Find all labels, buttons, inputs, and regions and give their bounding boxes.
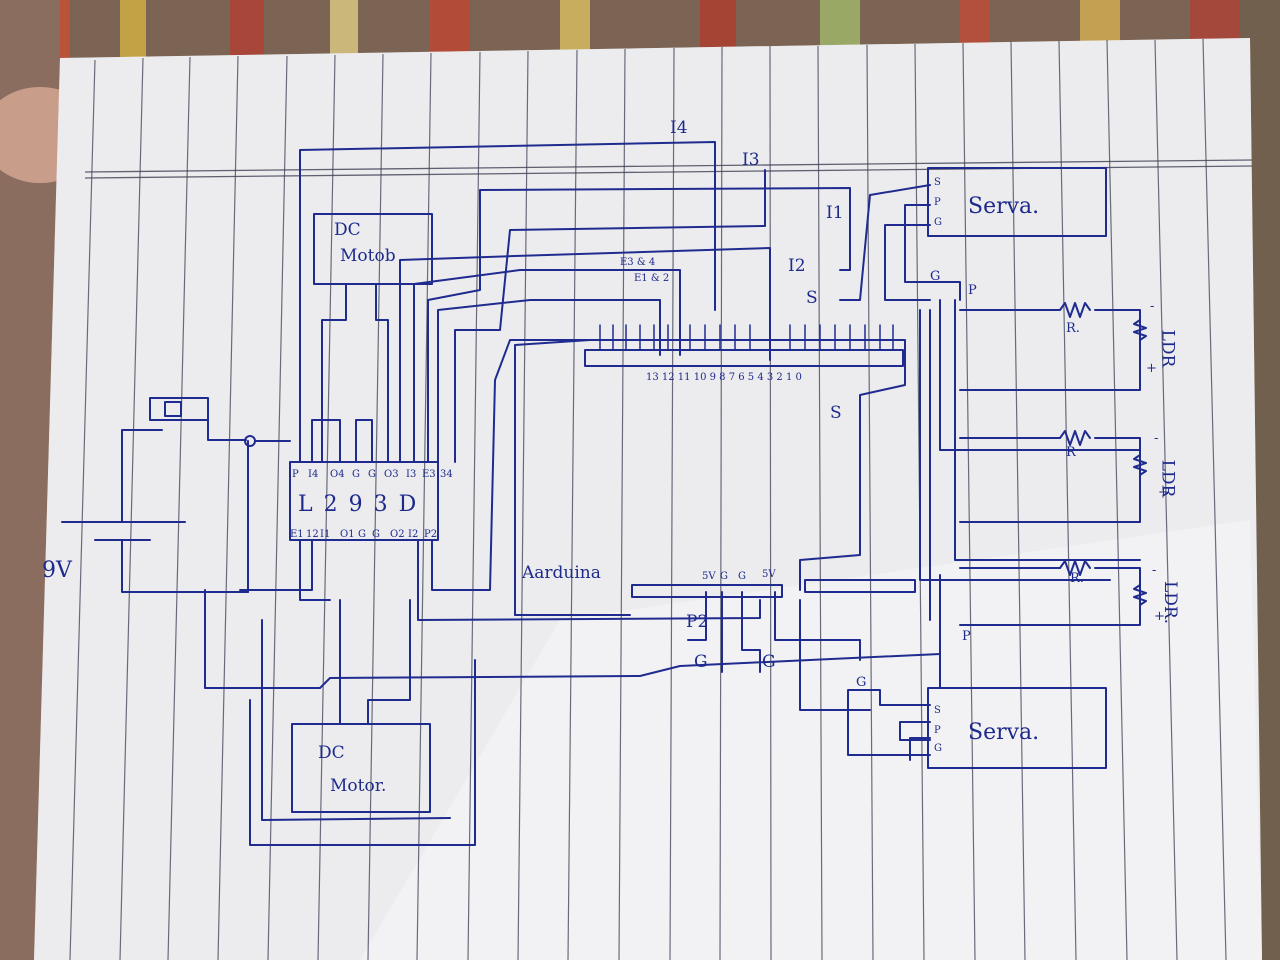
- arduino-power-pin: G: [738, 571, 746, 582]
- l293d-bottom-pin: E1: [290, 529, 304, 540]
- wire-label-i4: I4: [670, 118, 688, 138]
- arduino-digital-pins: 13 12 11 10 9 8 7 6 5 4 3 2 1 0: [646, 372, 802, 383]
- ldr-pos-label: +: [1146, 361, 1157, 376]
- l293d-top-pin: P: [292, 469, 299, 480]
- arduino-pin-label-s: S: [830, 403, 842, 423]
- l293d-top-pin: I3: [406, 469, 417, 480]
- l293d-bottom-pin: O1: [340, 529, 355, 540]
- l293d-name: L 2 9 3 D: [298, 492, 419, 517]
- circuit-wiring: [61, 141, 1147, 846]
- l293d-top-pin: I4: [308, 469, 319, 480]
- servo-bottom-pin: S: [934, 705, 941, 716]
- ldr-neg-label: -: [1152, 563, 1157, 578]
- wire-label-p-bottom: P: [962, 629, 971, 644]
- l293d-bottom-pin: G: [358, 529, 366, 540]
- servo-top-pin: G: [934, 217, 942, 228]
- l293d-top-pin: E3: [422, 469, 436, 480]
- ldr-neg-label: -: [1154, 431, 1159, 446]
- battery-voltage-label: 9V: [42, 558, 72, 583]
- ldr-label: LDR: [1157, 329, 1178, 368]
- resistor-label: R: [1066, 445, 1076, 460]
- paper-sheet: [34, 38, 1262, 960]
- ldr-neg-label: -: [1150, 299, 1155, 314]
- wire-label-i1: I1: [826, 203, 844, 223]
- resistor-label: R.: [1066, 321, 1080, 336]
- l293d-bottom-pin: 12: [306, 529, 319, 540]
- ldr-pos-label: +: [1154, 609, 1165, 624]
- l293d-top-pin: 34: [440, 469, 453, 480]
- wire-label-p-top: P: [968, 283, 977, 298]
- l293d-bottom-pin: G: [372, 529, 380, 540]
- arduino-power-pin: 5V: [762, 569, 776, 580]
- wire-label-g-servo-top: G: [930, 269, 941, 284]
- servo-bottom-pin: P: [934, 725, 941, 736]
- l293d-bottom-pin: P2: [424, 529, 438, 540]
- wire-label-p2: P2: [686, 612, 709, 632]
- servo-bottom-pin: G: [934, 743, 942, 754]
- arduino-label: Aarduina: [522, 563, 601, 583]
- wire-label-e12: E1 & 2: [634, 273, 670, 284]
- wire-label-s: S: [806, 288, 818, 308]
- dc-motor-bottom-label-1: DC: [318, 743, 345, 763]
- resistor-label: R.: [1070, 571, 1084, 586]
- l293d-top-pin: G: [368, 469, 376, 480]
- wire-label-i3: I3: [742, 150, 760, 170]
- wire-label-i2: I2: [788, 256, 806, 276]
- wire-label-g-servo-bottom: G: [856, 675, 867, 690]
- arduino-power-pin: 5V: [702, 571, 716, 582]
- dc-motor-bottom-label-2: Motor.: [330, 776, 387, 796]
- wire-label-g1: G: [694, 652, 708, 672]
- servo-top-label: Serva.: [968, 194, 1040, 219]
- dc-motor-top-label-2: Motob: [340, 246, 396, 266]
- servo-bottom-label: Serva.: [968, 720, 1040, 745]
- wire-label-e34: E3 & 4: [620, 257, 656, 268]
- l293d-bottom-pin: I2: [408, 529, 419, 540]
- dc-motor-top-label-1: DC: [334, 220, 361, 240]
- ruled-lines: [69, 38, 1227, 960]
- arduino-power-pin: G: [720, 571, 728, 582]
- l293d-top-pin: O4: [330, 469, 345, 480]
- servo-top-pin: S: [934, 177, 941, 188]
- servo-top-pin: P: [934, 197, 941, 208]
- l293d-top-pin: O3: [384, 469, 399, 480]
- l293d-bottom-pin: O2: [390, 529, 405, 540]
- l293d-bottom-pin: I1: [320, 529, 331, 540]
- l293d-top-pin: G: [352, 469, 360, 480]
- ldr-pos-label: +: [1158, 485, 1169, 500]
- wire-label-g2: G: [762, 652, 776, 672]
